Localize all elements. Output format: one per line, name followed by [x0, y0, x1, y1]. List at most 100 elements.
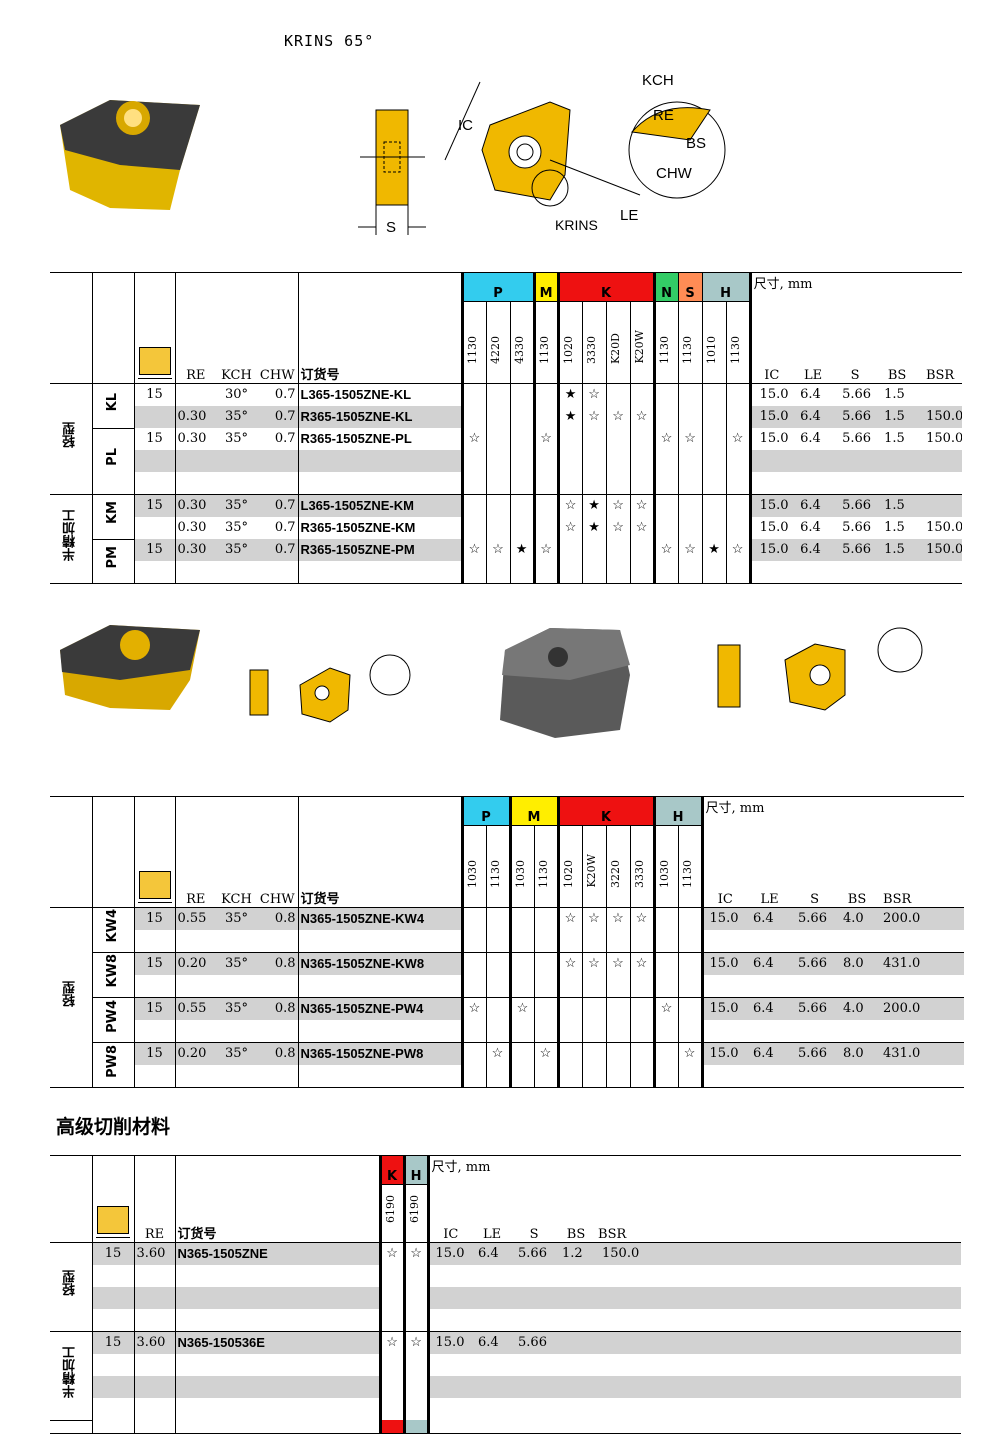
grade-mark: [508, 975, 534, 998]
grade-mark: ☆: [605, 517, 631, 539]
footer-cell: [133, 1420, 175, 1433]
grade-1030: 1030: [513, 860, 527, 888]
grade-mark: ☆: [556, 494, 583, 517]
grade-mark: [605, 539, 631, 561]
col-le: LE: [804, 368, 823, 383]
grade-mark: [533, 1020, 558, 1043]
dim-value: 1.5: [884, 431, 905, 446]
group-label: 轻型: [50, 1242, 92, 1332]
dim-value: [556, 1265, 596, 1287]
dim-value: [426, 1287, 473, 1309]
footer-cell: [596, 1420, 961, 1433]
re-value: [133, 1265, 175, 1287]
dim-value: [918, 494, 963, 517]
grade-1020: 1020: [561, 336, 575, 364]
order-code: N365-1505ZNE-PW4: [297, 997, 462, 1020]
grade-mark: [677, 472, 703, 495]
table-row: [50, 1265, 961, 1287]
grade-mark: ☆: [629, 406, 655, 428]
dim-value: 15.0: [748, 383, 793, 406]
grade-mark: [485, 450, 510, 472]
grade-mark: [533, 930, 558, 953]
grade-mark: ☆: [677, 428, 703, 450]
grade-3330: 3330: [584, 336, 598, 364]
grade-mark: ☆: [581, 952, 606, 975]
grade-mark: ☆: [605, 406, 631, 428]
kch-value: [216, 930, 257, 953]
kch-value: 30°: [224, 387, 249, 402]
grade-mark: ★: [556, 406, 583, 428]
grade-mark: [605, 383, 631, 406]
grade-6190: 6190: [407, 1195, 421, 1223]
dim-value: 15.0: [426, 1242, 473, 1265]
grade-mark: [378, 1398, 405, 1420]
grade-4220: 4220: [488, 336, 502, 364]
grade-mark: [508, 930, 534, 953]
dim-value: [837, 975, 878, 998]
dim-value: 5.66: [792, 997, 838, 1020]
ic-value: [91, 1309, 134, 1332]
chw-value: [257, 1065, 298, 1088]
grade-3220: 3220: [608, 860, 622, 888]
re-value: 0.30: [174, 539, 216, 561]
dim-value: 6.4: [800, 387, 821, 402]
dim-value: [596, 1398, 961, 1420]
grade-mark: [509, 561, 535, 584]
dim-value: [918, 472, 962, 495]
order-code: [174, 1376, 381, 1398]
grade-mark: [652, 494, 679, 517]
grade-mark: [652, 952, 679, 975]
sub-label: PM: [91, 539, 134, 584]
re-value: [174, 450, 216, 472]
grade-mark: [485, 472, 510, 495]
sub-label: PW8: [91, 1042, 134, 1088]
grade-mark: [725, 383, 751, 406]
group-label: 轻型: [50, 907, 92, 1088]
ic-value: [133, 450, 175, 472]
grade-mark: [677, 383, 703, 406]
grade-mark: ☆: [378, 1331, 405, 1354]
re-value: 0.20: [174, 1042, 216, 1065]
dim-value: [472, 1376, 513, 1398]
dim-value: 150.0: [918, 539, 963, 561]
ic-value: 15: [91, 1331, 134, 1354]
grade-mark: [460, 406, 486, 428]
grade-mark: [508, 1042, 534, 1065]
grade-mark: [652, 930, 679, 953]
sub-label-text: PW8: [105, 1044, 120, 1078]
footer-cell: [472, 1420, 512, 1433]
grade-mark: [508, 952, 534, 975]
ic-value: 15: [133, 383, 175, 406]
iso-color-footer: [50, 1420, 961, 1433]
dim-value: 150.0: [926, 431, 963, 446]
grade-mark: [485, 494, 510, 517]
chw-value: 0.7: [274, 387, 296, 402]
dim-value: [747, 1065, 793, 1088]
dim-value: 6.4: [792, 494, 835, 517]
grade-mark: ☆: [532, 428, 559, 450]
grade-mark: [652, 406, 679, 428]
re-value: [133, 1287, 175, 1309]
grade-1020: 1020: [561, 860, 575, 888]
insert-table-2: RE KCH CHW 订货号 P M K H 尺寸, mm 1030 1130 …: [50, 796, 965, 1088]
grade-mark: [629, 1065, 655, 1088]
grade-mark: ☆: [556, 517, 583, 539]
grade-mark: ★: [701, 539, 727, 561]
dim-value: [834, 450, 877, 472]
grade-mark: [581, 561, 607, 584]
chw-value: 0.7: [274, 520, 296, 535]
dim-value: [472, 1309, 512, 1332]
grade-mark: [629, 383, 655, 406]
grade-mark: [556, 1065, 582, 1088]
grade-mark: [485, 1065, 510, 1088]
dim-value: 5.66: [792, 1042, 838, 1065]
re-value: [133, 1309, 175, 1332]
grade-mark: [677, 907, 703, 930]
grade-mark: ☆: [725, 539, 751, 561]
group-label: 半精加工: [50, 494, 92, 584]
grade-mark: [581, 450, 607, 472]
